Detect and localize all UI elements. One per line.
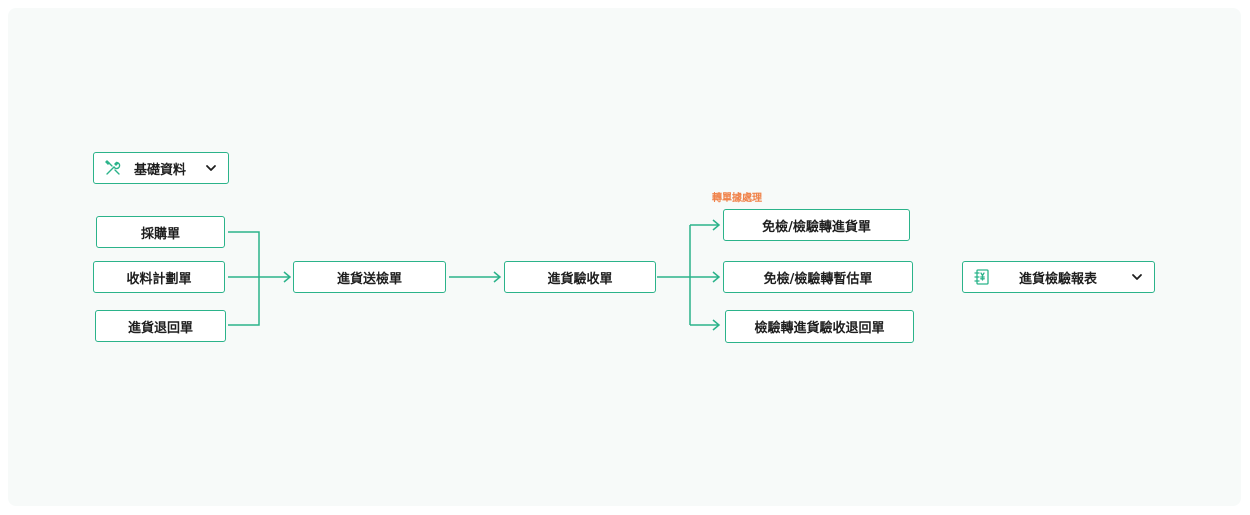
purchase-order-node[interactable]: 採購單 [96, 216, 225, 248]
arrowhead-output-2 [712, 271, 721, 283]
basic-data-label: 基礎資料 [134, 162, 187, 178]
purchase-return-node[interactable]: 進貨退回單 [95, 310, 226, 342]
receiving-plan-label: 收料計劃單 [126, 271, 192, 287]
output-estimate-label: 免檢/檢驗轉暫估單 [763, 271, 873, 287]
output-return-label: 檢驗轉進貨驗收退回單 [754, 321, 885, 336]
basic-data-dropdown[interactable]: 基礎資料 [93, 152, 229, 184]
output-purchase-receipt-node[interactable]: 免檢/檢驗轉進貨單 [723, 209, 910, 241]
inspection-receipt-node[interactable]: 進貨驗收單 [504, 261, 656, 293]
inspection-report-dropdown[interactable]: 進貨檢驗報表 [962, 261, 1155, 293]
output-estimate-node[interactable]: 免檢/檢驗轉暫估單 [723, 261, 913, 293]
arrowhead-output-3 [712, 319, 721, 331]
inspection-receipt-label: 進貨驗收單 [547, 271, 613, 287]
diagram-canvas [8, 8, 1241, 506]
conversion-note: 轉單據處理 [712, 193, 762, 204]
purchase-order-label: 採購單 [140, 226, 180, 242]
chevron-down-icon [1130, 270, 1144, 284]
connector-return [228, 277, 260, 326]
tools-icon [104, 159, 122, 177]
arrowhead-output-1 [712, 219, 721, 231]
arrowhead-receipt [493, 271, 502, 283]
output-return-node[interactable]: 檢驗轉進貨驗收退回單 [725, 310, 914, 343]
inspection-request-node[interactable]: 進貨送檢單 [293, 261, 446, 293]
connector-purchase [228, 231, 260, 277]
purchase-return-label: 進貨退回單 [127, 320, 193, 336]
receiving-plan-node[interactable]: 收料計劃單 [93, 261, 225, 293]
chevron-down-icon [204, 161, 218, 175]
report-icon [973, 268, 991, 286]
inspection-request-label: 進貨送檢單 [336, 271, 402, 287]
output-purchase-receipt-label: 免檢/檢驗轉進貨單 [762, 219, 871, 235]
inspection-report-label: 進貨檢驗報表 [1019, 271, 1098, 287]
arrowhead-inspection-request [283, 271, 292, 283]
